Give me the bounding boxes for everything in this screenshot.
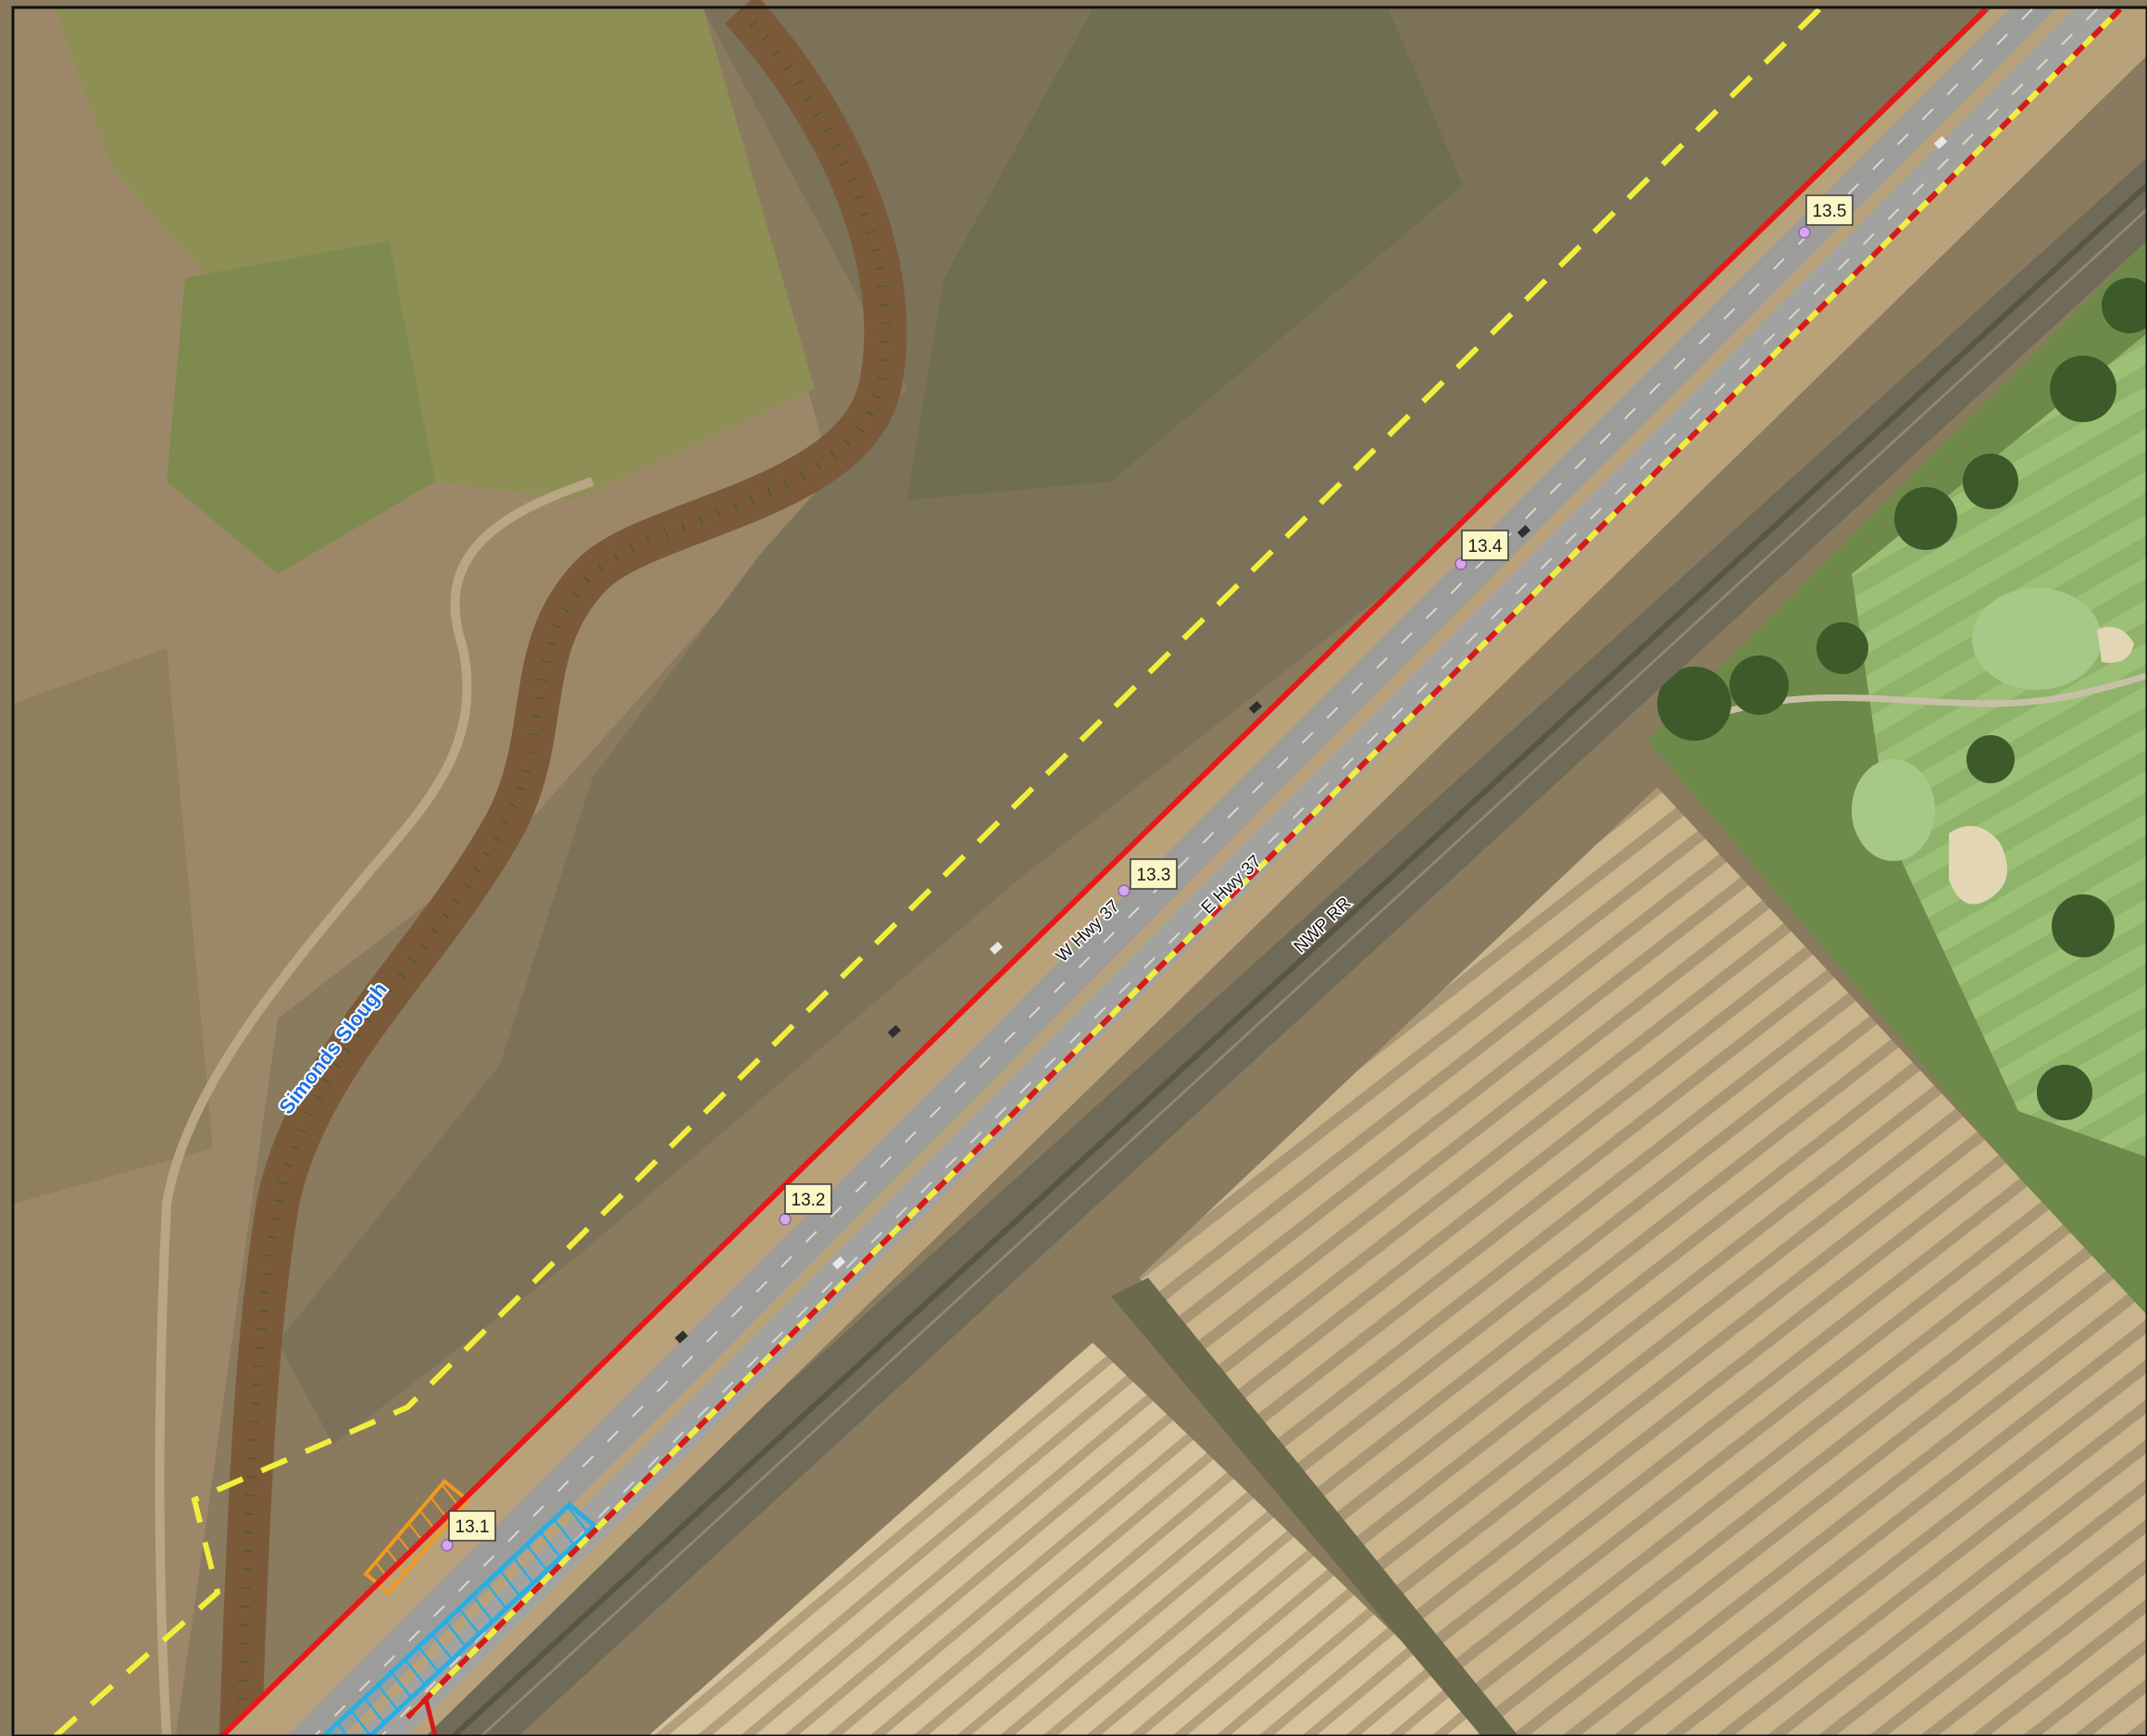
marsh-dark-band	[907, 9, 1463, 500]
railroad-track-2	[480, 207, 2147, 1736]
mile-marker-13-3[interactable]: 13.3	[1130, 858, 1178, 890]
yellow-boundary-line[interactable]	[54, 6, 1822, 1736]
marsh-area	[278, 9, 1991, 1444]
parcel-end-red	[406, 1694, 438, 1736]
mile-marker-dots	[441, 226, 1811, 1552]
field-strip	[13, 648, 213, 1204]
left-green-patch	[167, 241, 435, 574]
farm-field-south	[648, 1343, 1500, 1736]
highway-eastbound	[356, 9, 2120, 1736]
mile-marker-13-2[interactable]: 13.2	[784, 1183, 832, 1215]
cart-path	[1720, 672, 2147, 717]
mile-marker-label: 13.3	[1137, 866, 1171, 885]
farm-field-east	[1139, 787, 2147, 1736]
golf-green-2	[1852, 759, 1935, 861]
hatch-area-orange[interactable]	[363, 1479, 470, 1595]
sand-bunker	[1949, 826, 2007, 905]
mile-marker-13-1[interactable]: 13.1	[448, 1510, 496, 1542]
field-divider	[1111, 1278, 1518, 1736]
simonds-slough	[219, 0, 907, 1736]
mile-marker-label: 13.4	[1468, 537, 1503, 556]
mile-marker-label: 13.1	[456, 1517, 490, 1537]
sand-bunker-2	[2097, 627, 2134, 663]
golf-green	[1972, 588, 2102, 690]
parcel-line-yellow[interactable]	[405, 6, 2123, 1720]
golf-trees	[1657, 278, 2147, 1120]
hatch-area-blue[interactable]	[320, 1501, 598, 1736]
highway-centerline-red[interactable]	[219, 6, 1989, 1736]
mile-marker-label: 13.2	[792, 1191, 826, 1210]
left-green-field	[56, 9, 815, 500]
map-border	[11, 6, 2147, 1736]
railroad-track	[451, 182, 2147, 1736]
mile-marker-13-4[interactable]: 13.4	[1461, 530, 1509, 561]
mile-marker-label: 13.5	[1813, 202, 1847, 221]
mile-marker-13-5[interactable]: 13.5	[1805, 194, 1854, 226]
railroad-corridor	[398, 157, 2147, 1736]
levee-road	[155, 477, 594, 1736]
